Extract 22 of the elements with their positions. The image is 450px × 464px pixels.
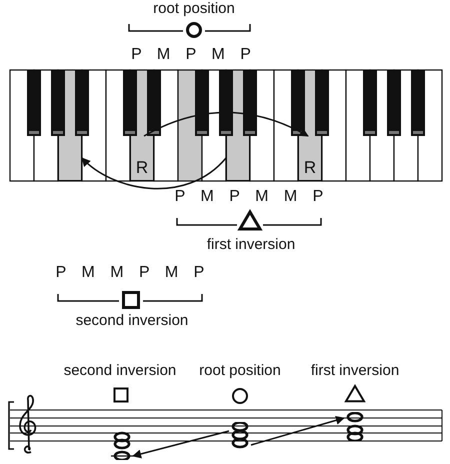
interval-sequence: P M P M P	[131, 46, 251, 64]
interval-sequence: P M P M M P	[174, 188, 324, 206]
chord-label: root position	[153, 0, 235, 18]
chord-label: root position	[199, 362, 281, 380]
arrow	[81, 157, 227, 190]
highlighted-piano-key	[58, 136, 82, 181]
highlighted-piano-key	[298, 136, 322, 181]
chord-label: second inversion	[64, 362, 176, 380]
chord-drawing	[344, 412, 366, 441]
chord-drawing	[229, 422, 251, 449]
chord-label: second inversion	[76, 312, 188, 330]
arrow	[250, 416, 345, 446]
arrow	[132, 430, 230, 458]
chord-label: first inversion	[310, 362, 400, 380]
root-marker: R	[134, 159, 150, 177]
chord-label: first inversion	[206, 236, 296, 254]
chord-drawing	[111, 431, 133, 460]
root-marker: R	[302, 159, 318, 177]
highlighted-piano-key	[130, 136, 154, 181]
interval-sequence: P M M P M P	[56, 264, 204, 282]
arrow	[144, 112, 309, 137]
highlighted-piano-key	[226, 136, 250, 181]
